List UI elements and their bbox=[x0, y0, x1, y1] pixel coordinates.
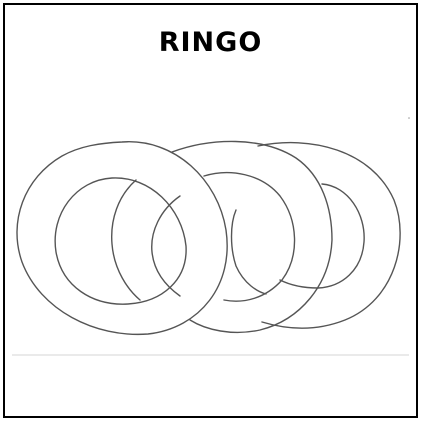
page-title: RINGO bbox=[158, 27, 263, 58]
ring-middle bbox=[151, 140, 333, 334]
card-frame: RINGO bbox=[3, 3, 418, 418]
ring-right bbox=[257, 141, 401, 329]
speck bbox=[408, 117, 410, 119]
ring-left bbox=[16, 141, 228, 336]
